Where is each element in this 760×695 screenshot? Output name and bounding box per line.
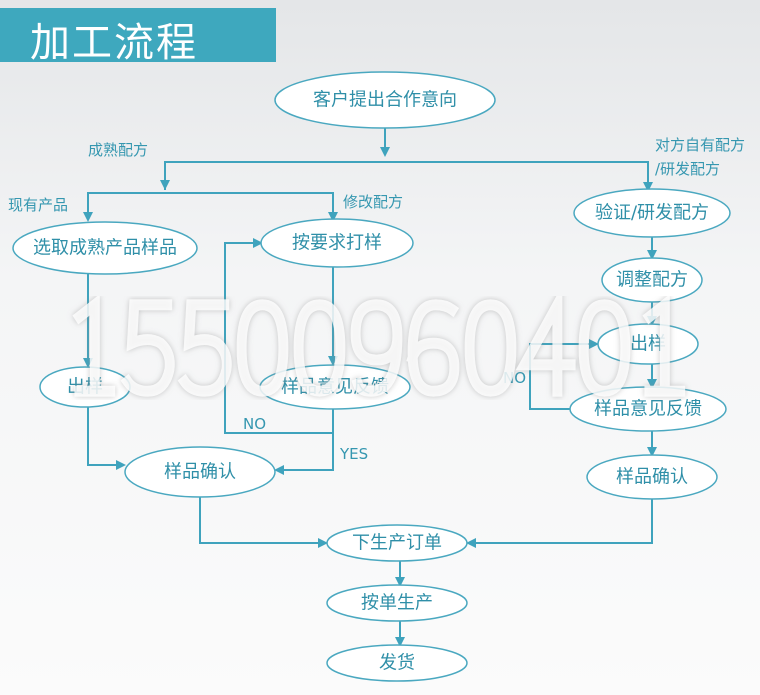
node-mid-confirm: 样品确认 — [124, 446, 276, 498]
svg-text:客户提出合作意向: 客户提出合作意向 — [313, 90, 457, 111]
svg-text:调整配方: 调整配方 — [616, 270, 688, 291]
node-right-confirm: 样品确认 — [586, 454, 718, 500]
node-mid-feedback: 样品意见反馈 — [259, 364, 411, 410]
label-existing: 现有产品 — [8, 196, 68, 214]
node-ship: 发货 — [326, 644, 468, 682]
svg-text:下生产订单: 下生产订单 — [352, 533, 442, 554]
svg-text:样品确认: 样品确认 — [164, 462, 236, 483]
svg-text:按单生产: 按单生产 — [361, 593, 433, 614]
svg-text:出样: 出样 — [67, 377, 103, 398]
svg-text:验证/研发配方: 验证/研发配方 — [595, 203, 709, 224]
svg-text:发货: 发货 — [379, 653, 415, 674]
node-custom-sample: 按要求打样 — [260, 218, 414, 268]
label-own-formula-1: 对方自有配方 — [655, 136, 745, 154]
node-adjust: 调整配方 — [601, 257, 703, 303]
label-yes-mid: YES — [339, 445, 368, 463]
label-mature: 成熟配方 — [88, 141, 148, 159]
title-banner: 加工流程 — [0, 8, 276, 66]
label-modify: 修改配方 — [343, 193, 403, 211]
label-no-right: NO — [503, 369, 526, 387]
svg-text:出样: 出样 — [630, 334, 666, 355]
node-verify: 验证/研发配方 — [573, 188, 731, 238]
svg-text:样品确认: 样品确认 — [616, 467, 688, 488]
svg-text:选取成熟产品样品: 选取成熟产品样品 — [33, 238, 177, 259]
node-right-feedback: 样品意见反馈 — [569, 386, 727, 432]
node-left-out: 出样 — [39, 366, 131, 408]
node-right-out: 出样 — [597, 323, 699, 365]
svg-text:样品意见反馈: 样品意见反馈 — [594, 399, 702, 420]
page-title: 加工流程 — [30, 20, 198, 66]
node-start: 客户提出合作意向 — [274, 71, 496, 129]
node-select-sample: 选取成熟产品样品 — [12, 221, 198, 275]
node-order: 下生产订单 — [326, 524, 468, 562]
label-own-formula-2: /研发配方 — [655, 160, 720, 178]
svg-text:按要求打样: 按要求打样 — [292, 233, 382, 254]
node-produce: 按单生产 — [326, 584, 468, 622]
svg-text:样品意见反馈: 样品意见反馈 — [281, 377, 389, 398]
label-no-mid: NO — [243, 415, 266, 433]
